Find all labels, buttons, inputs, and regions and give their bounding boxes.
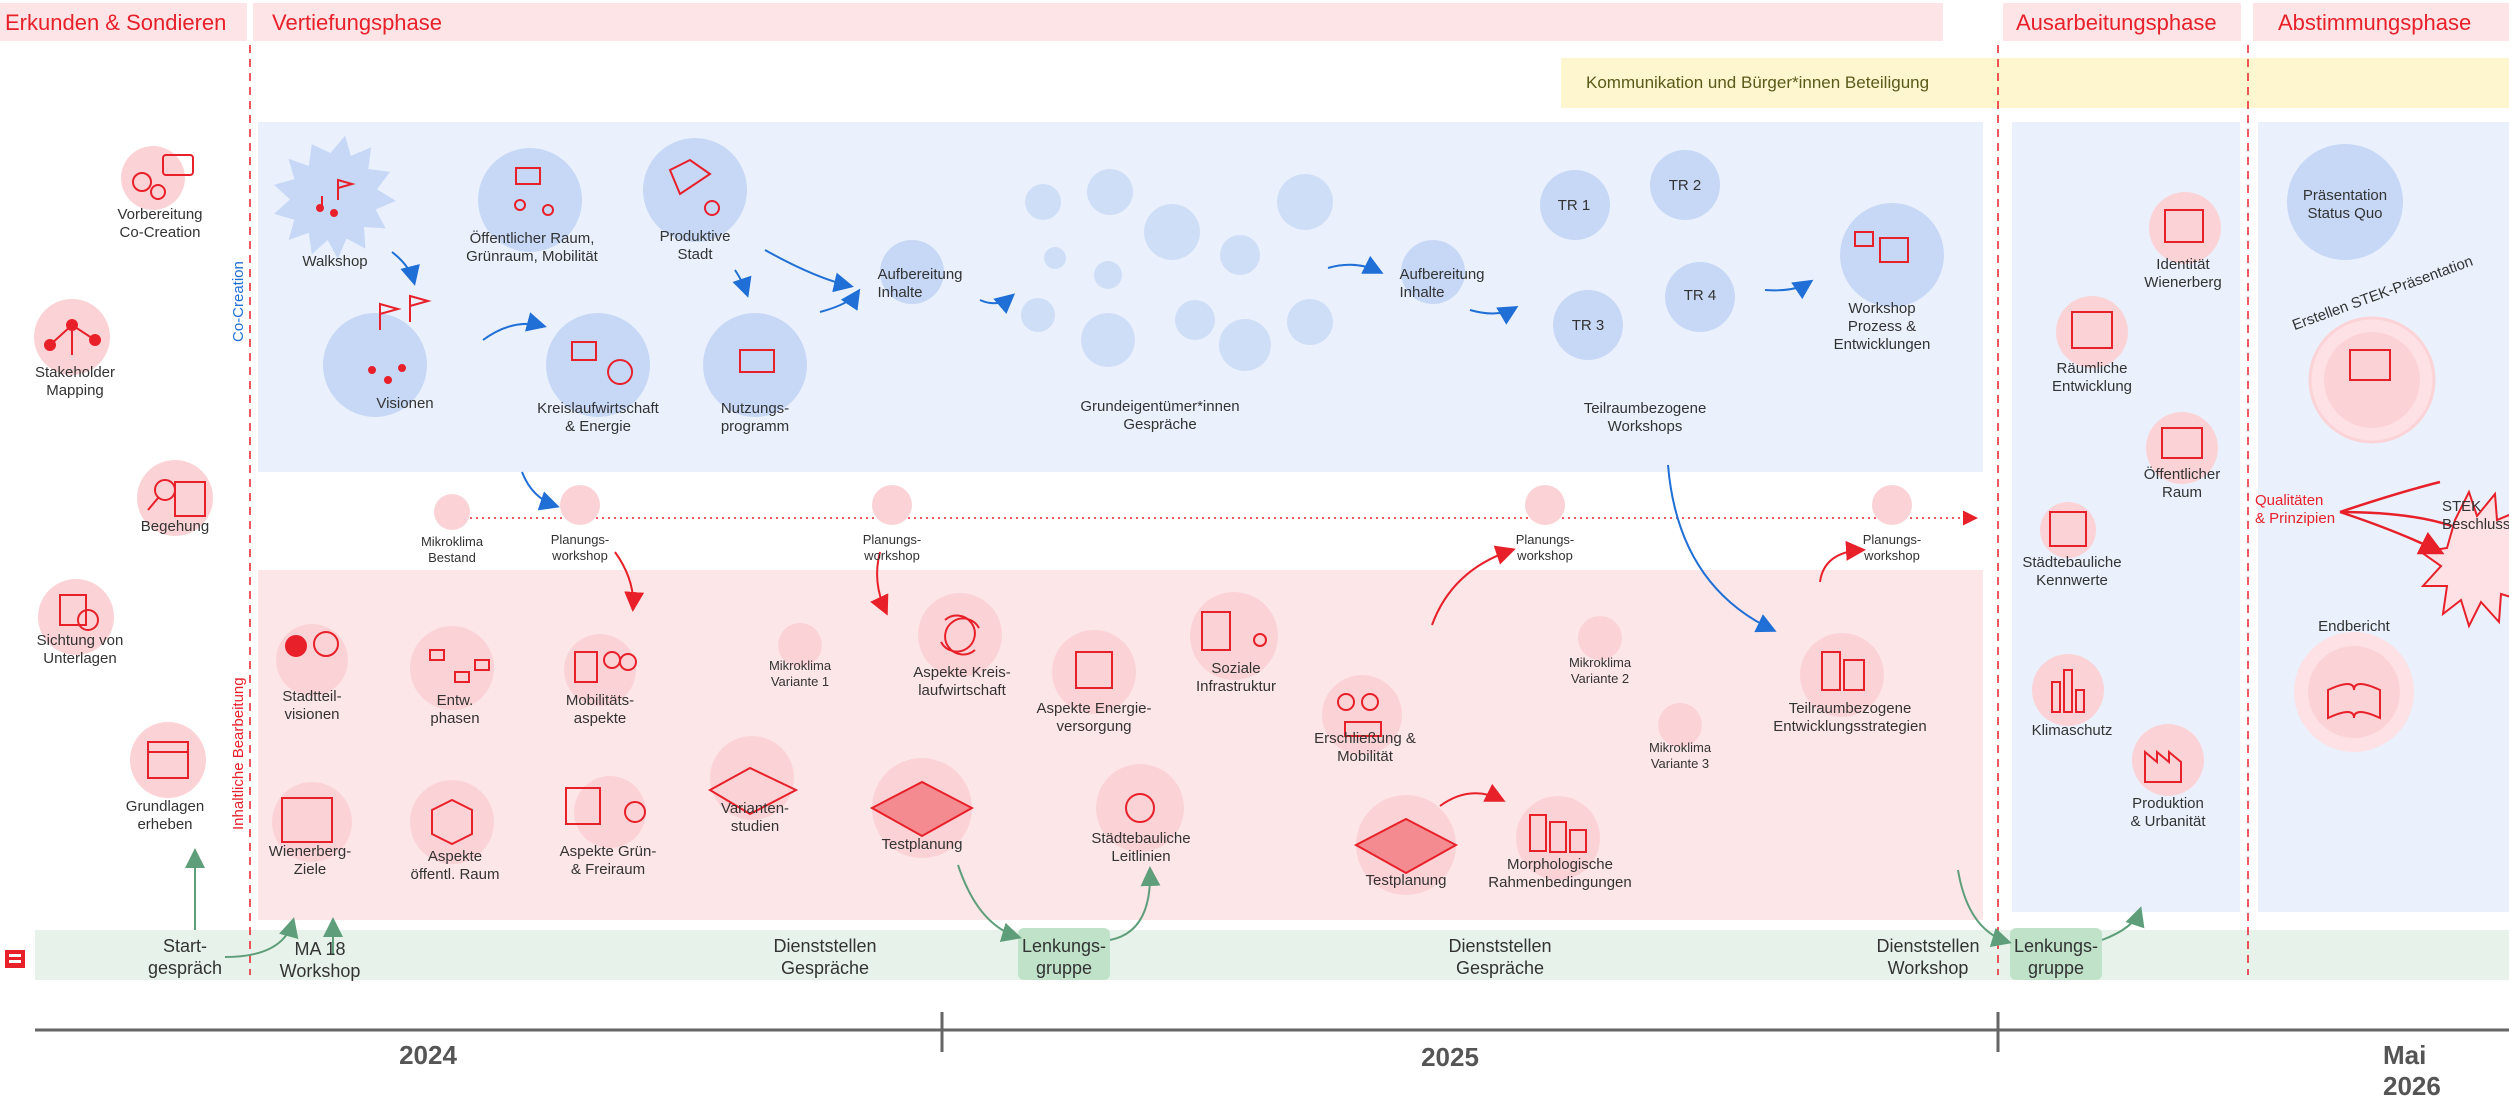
phase-label-abstimmung: Abstimmungsphase — [2278, 10, 2472, 35]
label-planungsworkshop-4: Planungs-workshop — [1862, 532, 1922, 563]
label-startgespraech: Start-gespräch — [147, 936, 223, 978]
red-arrows — [614, 540, 1866, 807]
label-erschliessung: Erschließung &Mobilität — [1314, 730, 1416, 765]
year-2025: 2025 — [1421, 1042, 1479, 1072]
co-creation-bursts — [274, 135, 1944, 417]
label-mobilitaet: Mobilitäts-aspekte — [565, 692, 635, 727]
label-tr1: TR 1 — [1557, 197, 1591, 214]
middle-icons — [434, 485, 1912, 530]
lenkungsgruppe-box-2 — [2010, 928, 2102, 980]
inhaltliche-zone — [258, 570, 1983, 920]
kommunikation-label: Kommunikation und Bürger*innen Beteiligu… — [1586, 73, 1930, 92]
label-klimaschutz: Klimaschutz — [2031, 722, 2113, 739]
green-arrows — [185, 848, 2145, 958]
label-tr3: TR 3 — [1571, 317, 1605, 334]
year-mai-2026: Mai 2026 — [2383, 1040, 2441, 1101]
diagram-graphics — [5, 45, 2509, 1052]
label-planungsworkshop-2: Planungs-workshop — [862, 532, 922, 563]
phase-bar-ausarbeitung — [2003, 3, 2241, 41]
start-marker — [5, 950, 25, 968]
label-tr4: TR 4 — [1683, 287, 1717, 304]
label-aspekte-energie: Aspekte Energie-versorgung — [1036, 700, 1152, 735]
phase-bar-vertiefung — [253, 3, 1943, 41]
label-aspekte-gruen: Aspekte Grün-& Freiraum — [559, 843, 657, 878]
label-varianten: Varianten-studien — [720, 800, 790, 835]
label-tr2: TR 2 — [1668, 177, 1702, 194]
label-endbericht: Endbericht — [2318, 618, 2390, 635]
abstimmung-shapes — [2287, 144, 2509, 752]
label-nutzungsprogramm: Nutzungs-programm — [720, 400, 790, 435]
timeline-axis — [35, 1012, 2509, 1052]
erkunden-icons — [34, 146, 213, 798]
label-produktion: Produktion& Urbanität — [2130, 795, 2206, 830]
lenkungsgruppe-box-1 — [1018, 928, 1110, 980]
phase-bar-abstimmung — [2253, 3, 2509, 41]
label-wienerberg-ziele: Wienerberg-Ziele — [268, 843, 352, 878]
label-kreislauf: Kreislaufwirtschaft& Energie — [537, 400, 659, 435]
label-begehung: Begehung — [140, 518, 210, 535]
kommunikation-band — [1561, 58, 2509, 108]
year-2024: 2024 — [399, 1040, 457, 1070]
label-aspekte-kreislauf: Aspekte Kreis-laufwirtschaft — [913, 664, 1011, 699]
grundeigentuemer-bubbles — [1021, 169, 1333, 371]
phase-label-vertiefung: Vertiefungsphase — [272, 10, 443, 35]
phase-label-ausarbeitung: Ausarbeitungsphase — [2016, 10, 2217, 35]
inhaltliche-icons — [272, 592, 1884, 895]
label-oeffentlicher-raum: Öffentlicher Raum,Grünraum, Mobilität — [466, 230, 598, 265]
label-testplanung-2: Testplanung — [1365, 872, 1447, 889]
label-lenkung-2: Lenkungs-gruppe — [2013, 936, 2099, 978]
label-stadtteilvisionen: Stadtteil-visionen — [282, 688, 342, 723]
label-entw-phasen: Entw.phasen — [430, 692, 480, 727]
label-planungsworkshop-3: Planungs-workshop — [1515, 532, 1575, 563]
label-testplanung-1: Testplanung — [881, 836, 963, 853]
label-walkshop: Walkshop — [302, 253, 368, 270]
label-lenkung-1: Lenkungs-gruppe — [1021, 936, 1107, 978]
label-planungsworkshop-1: Planungs-workshop — [550, 532, 610, 563]
label-qualitaeten: Qualitäten& Prinzipien — [2255, 492, 2336, 527]
label-visionen: Visionen — [376, 395, 434, 412]
phase-label-erkunden: Erkunden & Sondieren — [5, 10, 227, 35]
blue-arrows — [391, 249, 1814, 633]
phase-bar-erkunden — [0, 3, 247, 41]
phase-dividers — [249, 45, 2249, 975]
